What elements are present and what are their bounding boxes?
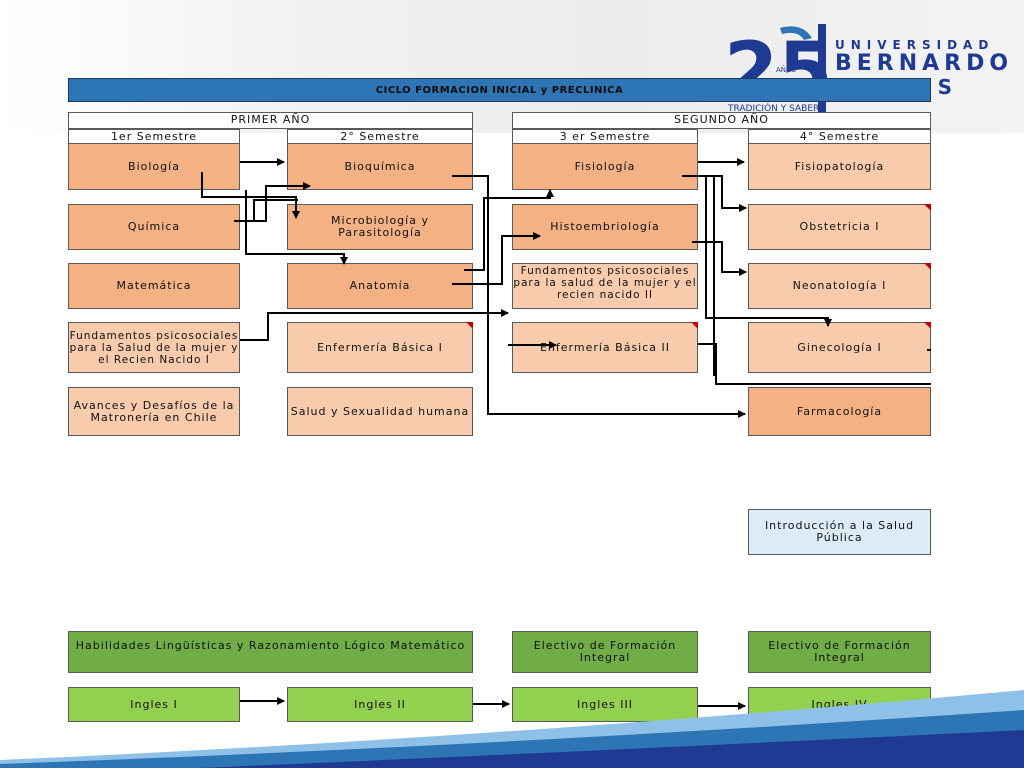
course-intro-salud-publica[interactable]: Introducción a la Salud Pública (748, 509, 931, 555)
semester-header-1: 1er Semestre (68, 129, 240, 144)
comment-marker (924, 322, 931, 329)
course-electivo-1[interactable]: Electivo de Formación Integral (512, 631, 698, 673)
comment-marker (466, 322, 473, 329)
logo-anos: AÑOS (776, 66, 796, 74)
year-header-segundo: SEGUNDO AÑO (512, 112, 931, 129)
course-fisiologia[interactable]: Fisiología (512, 143, 698, 190)
course-biologia[interactable]: Biología (68, 143, 240, 190)
course-fundamentos-1[interactable]: Fundamentos psicosociales para la Salud … (68, 322, 240, 373)
logo-universidad: UNIVERSIDAD (835, 38, 995, 52)
course-obstetricia[interactable]: Obstetricia I (748, 204, 931, 250)
curriculum-title: CICLO FORMACION INICIAL y PRECLINICA (68, 78, 931, 102)
course-salud-sexualidad[interactable]: Salud y Sexualidad humana (287, 387, 473, 436)
course-habilidades[interactable]: Habilidades Lingüísticas y Razonamiento … (68, 631, 473, 673)
course-anatomia[interactable]: Anatomía (287, 263, 473, 309)
course-ginecologia[interactable]: Ginecología I (748, 322, 931, 373)
logo-tagline: TRADICIÓN Y SABER (728, 104, 820, 114)
course-farmacologia[interactable]: Farmacología (748, 387, 931, 436)
course-histoembriologia[interactable]: Histoembriología (512, 204, 698, 250)
course-neonatologia[interactable]: Neonatología I (748, 263, 931, 309)
logo-number: 25 (724, 27, 833, 117)
comment-marker (924, 204, 931, 211)
comment-marker (924, 263, 931, 270)
course-avances[interactable]: Avances y Desafíos de la Matronería en C… (68, 387, 240, 436)
course-fundamentos-2[interactable]: Fundamentos psicosociales para la salud … (512, 263, 698, 309)
course-enfermeria-1[interactable]: Enfermería Básica I (287, 322, 473, 373)
course-quimica[interactable]: Química (68, 204, 240, 250)
university-logo: 25 (724, 24, 833, 117)
course-matematica[interactable]: Matemática (68, 263, 240, 309)
course-ingles-3[interactable]: Ingles III (512, 687, 698, 722)
course-bioquimica[interactable]: Bioquímica (287, 143, 473, 190)
course-electivo-2[interactable]: Electivo de Formación Integral (748, 631, 931, 673)
semester-header-3: 3 er Semestre (512, 129, 698, 144)
course-microbiologia[interactable]: Microbiología y Parasitología (287, 204, 473, 250)
logo-bernardo: BERNARDO (835, 51, 1014, 76)
arrow-histo-neonatologia (692, 241, 747, 276)
year-header-primer: PRIMER AÑO (68, 112, 473, 129)
footer-swoosh (0, 690, 1024, 768)
course-ingles-2[interactable]: Ingles II (287, 687, 473, 722)
semester-header-4: 4° Semestre (748, 129, 931, 144)
comment-marker (691, 322, 698, 329)
course-enfermeria-2[interactable]: Enfermería Básica II (512, 322, 698, 373)
header-band (0, 0, 1024, 133)
semester-header-2: 2° Semestre (287, 129, 473, 144)
course-ingles-1[interactable]: Ingles I (68, 687, 240, 722)
course-fisiopatologia[interactable]: Fisiopatología (748, 143, 931, 190)
